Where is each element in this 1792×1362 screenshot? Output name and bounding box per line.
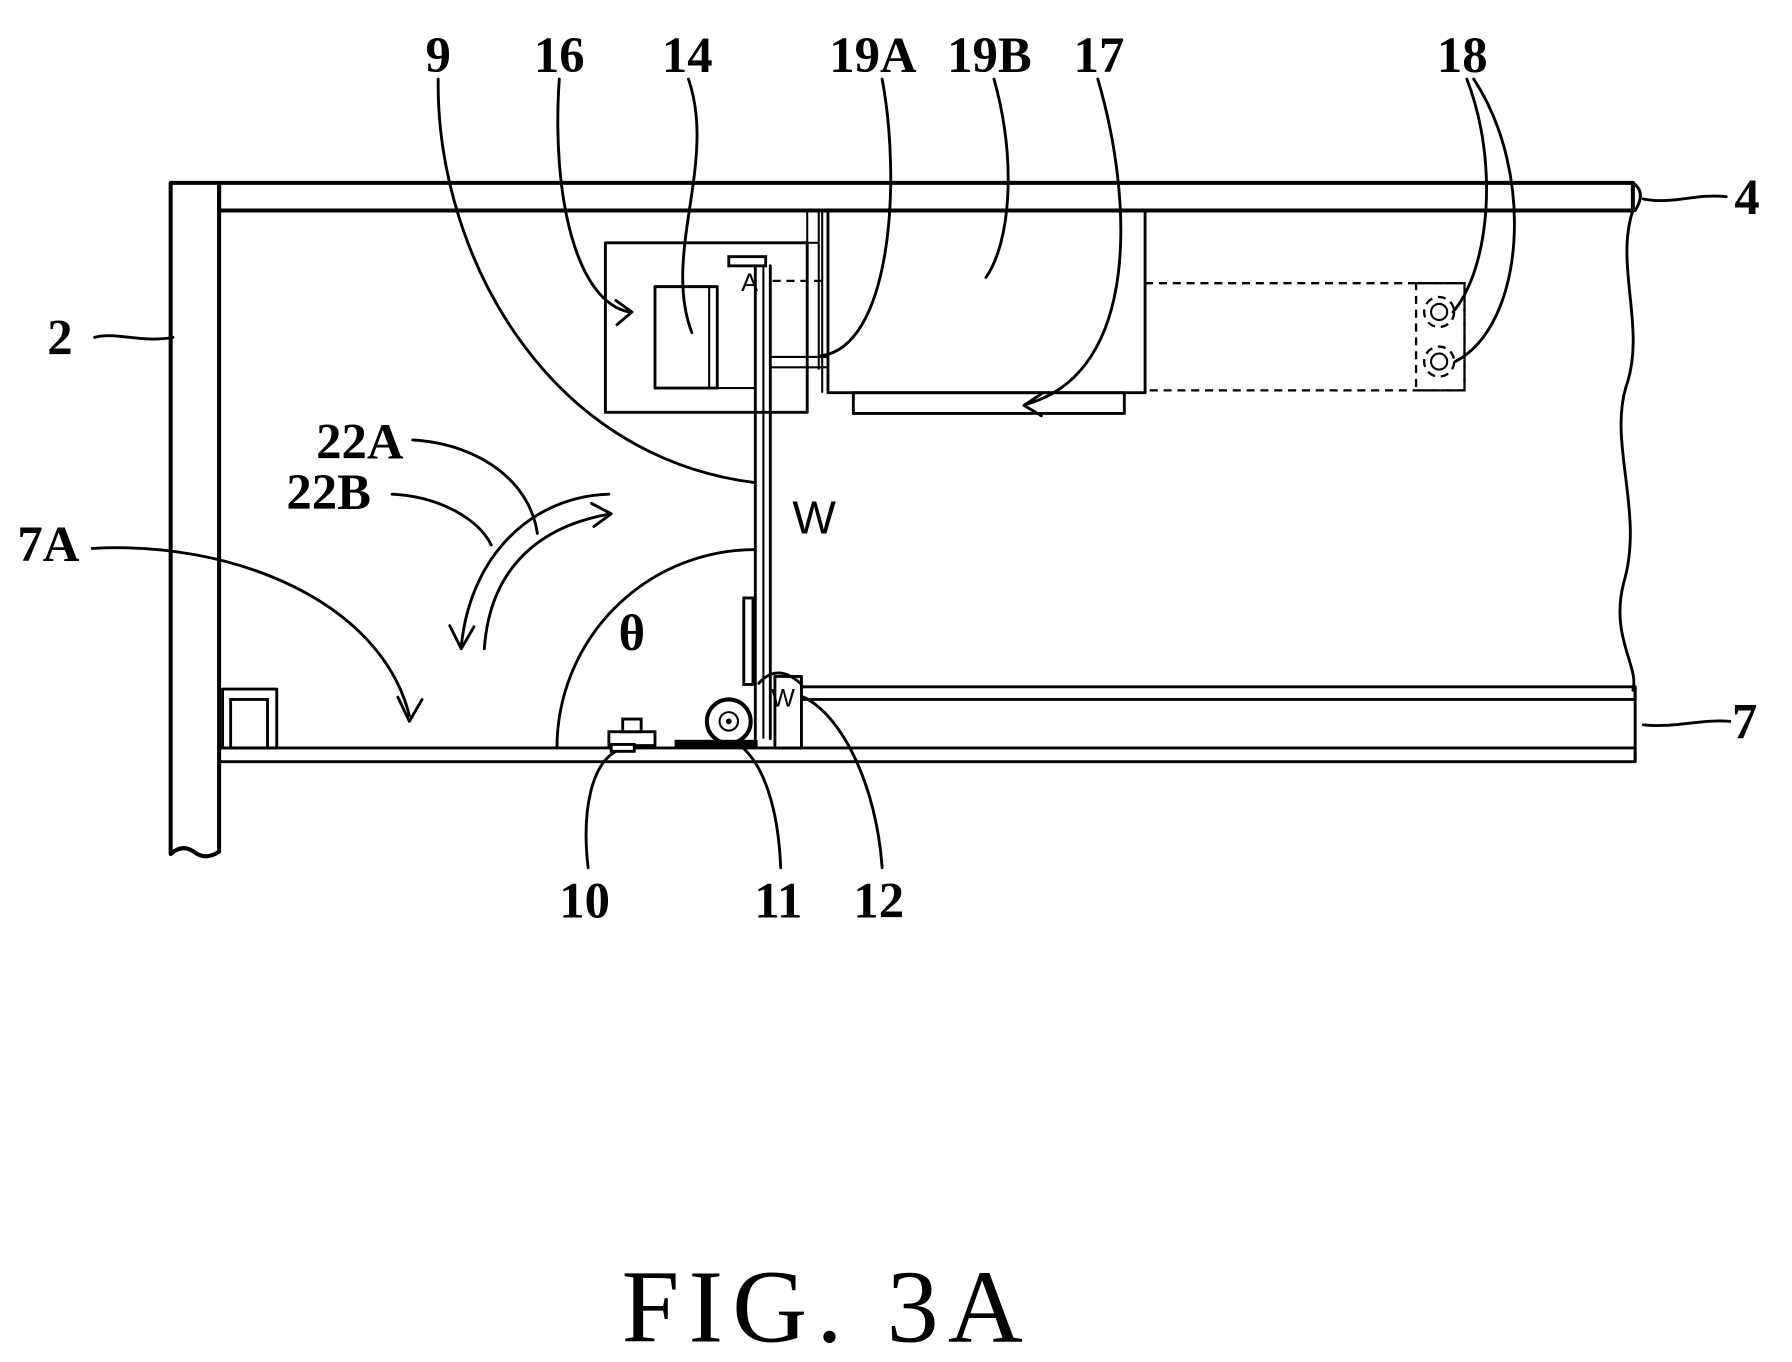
member-w-top-bar <box>729 257 766 266</box>
ref-label-a: A <box>741 269 758 297</box>
ref-label-7: 7 <box>1732 694 1757 750</box>
ref-label-16: 16 <box>534 27 585 83</box>
part-10-knob <box>623 719 641 732</box>
roller-11-axle <box>726 718 732 724</box>
part-10-foot <box>611 744 634 751</box>
ref-label-9: 9 <box>426 27 451 83</box>
ref-label-19a: 19A <box>829 27 917 83</box>
ref-label-2: 2 <box>47 310 72 366</box>
ref-label-theta: θ <box>619 605 645 661</box>
ref-label-19b: 19B <box>947 27 1032 83</box>
ref-label-12: 12 <box>853 872 904 928</box>
ref-label-11: 11 <box>754 872 802 928</box>
ref-label-10: 10 <box>559 872 610 928</box>
ref-label-w-small: W <box>771 684 795 712</box>
ref-label-w: W <box>792 491 836 543</box>
ref-label-22b: 22B <box>286 464 371 520</box>
ref-label-7a: 7A <box>17 516 79 572</box>
ref-label-18: 18 <box>1437 27 1488 83</box>
member-w-lower-plate <box>744 598 753 684</box>
ref-label-22a: 22A <box>316 413 404 469</box>
floor-end-block-inner <box>231 699 268 747</box>
ref-label-17: 17 <box>1074 27 1125 83</box>
ref-label-4: 4 <box>1734 169 1759 225</box>
figure-title: FIG. 3A <box>622 1251 1032 1362</box>
ref-label-14: 14 <box>662 27 713 83</box>
